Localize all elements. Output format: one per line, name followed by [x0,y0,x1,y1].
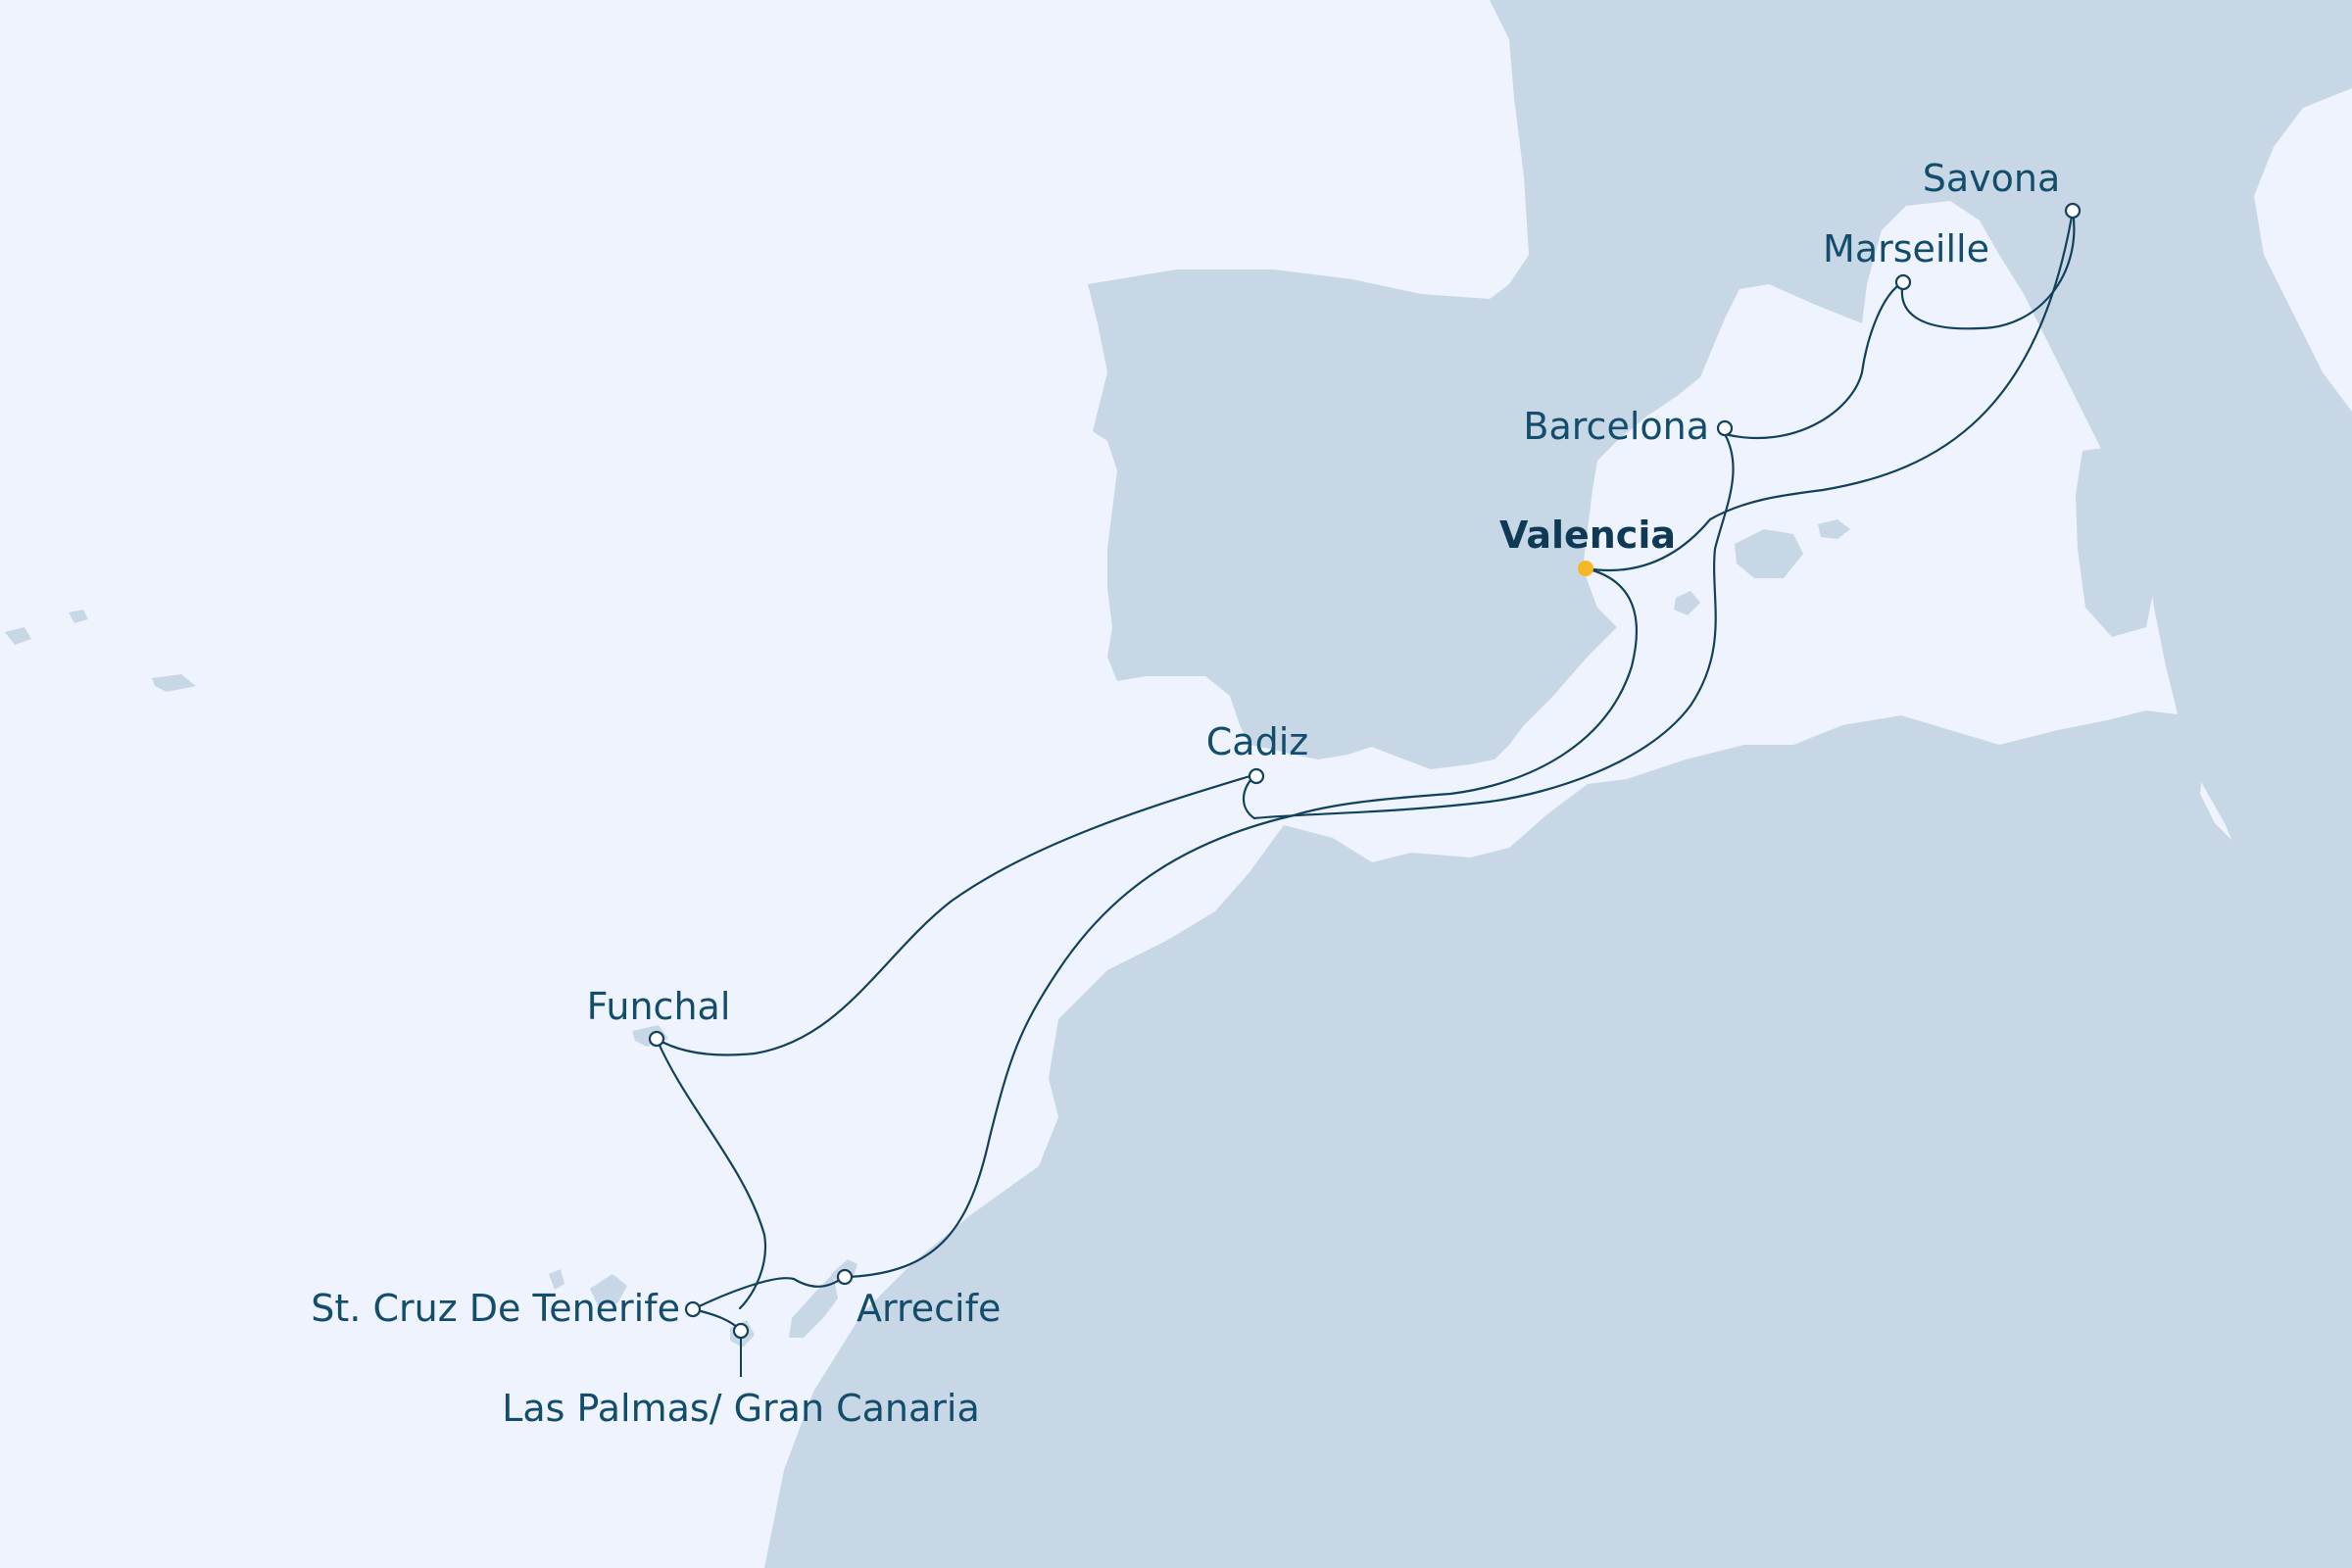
cruise-routes [655,209,2076,1333]
port-marker-marseille[interactable] [1894,273,1912,291]
port-label-cadiz: Cadiz [1206,720,1308,763]
port-labels: Savona Marseille Barcelona Valencia Cadi… [311,157,2060,1430]
route-savona-marseille [1900,209,2076,330]
port-label-las-palmas: Las Palmas/ Gran Canaria [502,1387,980,1430]
port-markers [648,202,2082,1340]
port-label-barcelona: Barcelona [1523,405,1709,448]
port-marker-cadiz[interactable] [1248,767,1265,785]
port-label-arrecife: Arrecife [857,1287,1001,1330]
route-arrecife-gibraltar [843,813,1296,1279]
africa-landmass [764,710,2352,1568]
port-label-marseille: Marseille [1823,227,1989,270]
route-valencia-savona [1584,209,2075,572]
ibiza-island [1674,591,1700,615]
port-label-valencia: Valencia [1499,514,1676,557]
port-marker-savona[interactable] [2064,202,2082,220]
sicily-island [2303,657,2352,706]
corsica-island [2107,304,2156,431]
port-label-tenerife: St. Cruz De Tenerife [311,1287,680,1330]
port-marker-valencia[interactable] [1578,561,1593,576]
azores-island-a [5,627,31,645]
sardinia-island [2076,446,2161,637]
europe-landmass [1088,0,2352,1002]
port-marker-arrecife[interactable] [836,1268,854,1286]
port-marker-tenerife[interactable] [684,1300,702,1318]
mallorca-island [1735,529,1803,578]
azores-island-c [152,674,196,692]
port-marker-barcelona[interactable] [1716,419,1734,437]
route-canaries-loop [691,1275,847,1311]
route-cadiz-funchal [655,772,1258,1056]
route-valencia-gibraltar [1292,566,1638,817]
port-label-funchal: Funchal [587,985,731,1028]
route-barcelona-cadiz [1242,432,1735,820]
adriatic-sea [2254,88,2352,412]
azores-island-b [69,610,88,623]
port-marker-funchal[interactable] [648,1030,665,1048]
tenerife-island [590,1274,627,1305]
menorca-island [1818,519,1850,539]
route-marseille-barcelona [1723,280,1905,440]
port-marker-las-palmas[interactable] [732,1322,750,1340]
fuerteventura-island [789,1274,838,1338]
la-palma-island [549,1269,564,1290]
port-label-savona: Savona [1923,157,2061,200]
